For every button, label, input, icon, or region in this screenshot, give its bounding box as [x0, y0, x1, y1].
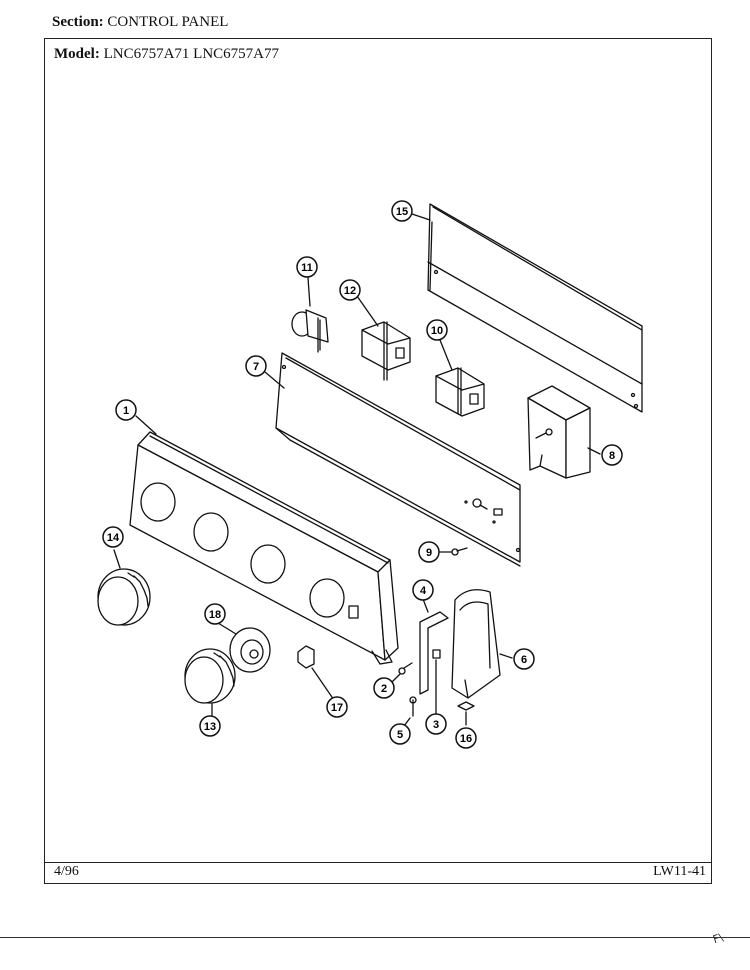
svg-text:17: 17 — [331, 702, 343, 714]
footer-divider — [44, 862, 712, 863]
part-5-screw — [409, 696, 417, 717]
part-15-rear-panel — [427, 203, 643, 413]
part-13-knob — [184, 648, 236, 704]
callouts: 15 11 12 10 7 1 8 9 4 6 2 3 5 16 17 18 1… — [102, 200, 623, 749]
svg-text:4: 4 — [420, 585, 427, 597]
model-value: LNC6757A71 LNC6757A77 — [103, 46, 279, 62]
section-title: Section: CONTROL PANEL — [52, 14, 228, 31]
part-4-gasket — [419, 611, 449, 695]
part-7-panel-back — [275, 352, 521, 567]
part-6-end-cap — [451, 589, 501, 699]
svg-text:11: 11 — [301, 262, 313, 274]
svg-text:3: 3 — [433, 719, 439, 731]
callout-15: 15 — [391, 200, 413, 222]
callout-1: 1 — [115, 399, 137, 421]
diagram-frame — [44, 38, 712, 884]
callout-5: 5 — [389, 723, 411, 745]
part-8-timer — [527, 385, 591, 479]
model-title: Model: LNC6757A71 LNC6757A77 — [54, 46, 279, 63]
callout-18: 18 — [204, 603, 226, 625]
callout-11: 11 — [296, 256, 318, 278]
svg-text:13: 13 — [204, 721, 216, 733]
part-16-clip — [457, 701, 475, 711]
part-17-bracket — [297, 645, 315, 669]
part-12-switch — [361, 321, 411, 381]
part-1-console-housing — [129, 431, 399, 665]
callout-7: 7 — [245, 355, 267, 377]
svg-text:15: 15 — [396, 206, 408, 218]
callout-8: 8 — [601, 444, 623, 466]
callout-17: 17 — [326, 696, 348, 718]
part-3-clip — [432, 649, 441, 659]
svg-text:1: 1 — [123, 405, 129, 417]
svg-text:10: 10 — [431, 325, 443, 337]
svg-text:6: 6 — [521, 654, 527, 666]
callout-14: 14 — [102, 526, 124, 548]
svg-text:16: 16 — [460, 733, 472, 745]
callout-10: 10 — [426, 319, 448, 341]
svg-text:9: 9 — [426, 547, 432, 559]
part-9-screw — [451, 547, 468, 556]
svg-text:7: 7 — [253, 361, 259, 373]
leader-lines — [113, 213, 601, 731]
footer-date: 4/96 — [54, 864, 79, 879]
footer-code: LW11-41 — [653, 864, 706, 879]
part-18-skirt — [229, 627, 271, 673]
part-2-screw — [398, 662, 413, 675]
section-label: Section: — [52, 14, 104, 30]
part-10-switch — [435, 367, 485, 417]
callout-12: 12 — [339, 279, 361, 301]
svg-text:18: 18 — [209, 609, 221, 621]
part-11-switch — [291, 309, 329, 353]
callout-4: 4 — [412, 579, 434, 601]
svg-text:8: 8 — [609, 450, 615, 462]
callout-2: 2 — [373, 677, 395, 699]
model-label: Model: — [54, 46, 100, 62]
svg-text:2: 2 — [381, 683, 387, 695]
svg-text:5: 5 — [397, 729, 403, 741]
svg-text:12: 12 — [344, 285, 356, 297]
callout-16: 16 — [455, 727, 477, 749]
page-bottom-rule — [0, 937, 750, 938]
part-14-knob — [97, 568, 151, 626]
callout-9: 9 — [418, 541, 440, 563]
callout-6: 6 — [513, 648, 535, 670]
section-value: CONTROL PANEL — [107, 14, 229, 30]
callout-3: 3 — [425, 713, 447, 735]
svg-text:14: 14 — [107, 532, 120, 544]
callout-13: 13 — [199, 715, 221, 737]
